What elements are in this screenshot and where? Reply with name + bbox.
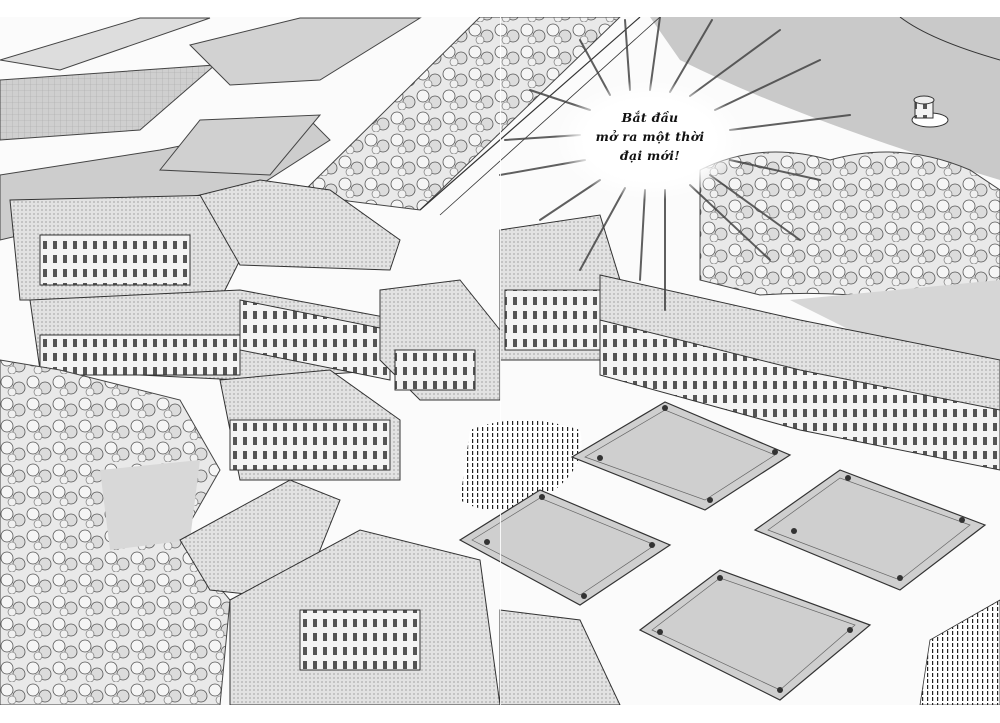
spread-gutter-seam [500,17,501,705]
speech-line-2: mở ra một thời [595,129,705,144]
garden-parterres [458,401,987,701]
speech-bubble: Bắt đầu mở ra một thời đại mới! [560,108,740,165]
speech-line-3: đại mới! [619,148,681,163]
speech-line-1: Bắt đầu [621,110,679,125]
